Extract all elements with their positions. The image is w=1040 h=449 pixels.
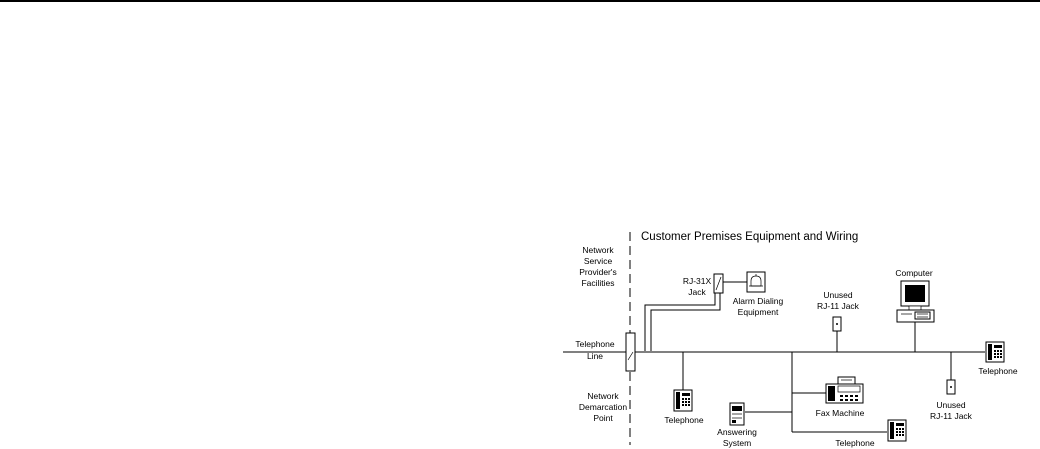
- computer-label: Computer: [895, 268, 932, 278]
- svg-text:Network: Network: [582, 245, 614, 255]
- svg-text:Facilities: Facilities: [581, 278, 614, 288]
- svg-text:Network: Network: [587, 391, 619, 401]
- svg-text:Equipment: Equipment: [738, 307, 779, 317]
- svg-text:Service: Service: [584, 256, 613, 266]
- svg-text:Demarcation: Demarcation: [579, 402, 627, 412]
- svg-text:RJ-11 Jack: RJ-11 Jack: [930, 411, 973, 421]
- svg-text:Answering: Answering: [717, 427, 757, 437]
- svg-text:RJ-11 Jack: RJ-11 Jack: [817, 301, 860, 311]
- demarcation-mark: [627, 351, 634, 361]
- svg-text:Line: Line: [587, 351, 603, 361]
- unused-jack-bottom-label: Unused RJ-11 Jack: [930, 400, 973, 421]
- telephone-bottom-icon: [887, 419, 907, 442]
- unused-jack-top-dot: [836, 323, 838, 325]
- computer-icon: [896, 280, 935, 323]
- telephone-line-label: Telephone Line: [575, 339, 615, 361]
- answering-system-icon: [729, 402, 745, 426]
- svg-text:Telephone: Telephone: [575, 339, 615, 349]
- alarm-bell-icon: [746, 271, 766, 293]
- svg-text:System: System: [723, 438, 751, 448]
- rj31x-wire-outer: [644, 293, 716, 351]
- demarcation-box: [625, 332, 636, 372]
- svg-text:Unused: Unused: [823, 290, 853, 300]
- telephone-left-label: Telephone: [664, 415, 704, 425]
- unused-jack-top-label: Unused RJ-11 Jack: [817, 290, 860, 311]
- telephone-right-icon: [985, 341, 1005, 363]
- svg-text:Alarm Dialing: Alarm Dialing: [733, 296, 784, 306]
- svg-text:RJ-31X: RJ-31X: [683, 276, 712, 286]
- svg-text:Point: Point: [593, 413, 613, 423]
- alarm-label: Alarm Dialing Equipment: [733, 296, 784, 317]
- diagram-title: Customer Premises Equipment and Wiring: [641, 231, 858, 243]
- fax-label: Fax Machine: [816, 408, 865, 418]
- fax-machine-icon: [825, 376, 864, 404]
- telephone-bottom-label: Telephone: [835, 438, 875, 448]
- top-rule: [0, 0, 1040, 2]
- telephone-left-icon: [673, 389, 693, 412]
- svg-text:Provider's: Provider's: [579, 267, 617, 277]
- svg-text:Unused: Unused: [936, 400, 966, 410]
- rj31x-label: RJ-31X Jack: [683, 276, 712, 297]
- unused-jack-bottom-dot: [950, 386, 952, 388]
- rj31x-wire-inner: [650, 293, 721, 351]
- provider-label: Network Service Provider's Facilities: [579, 245, 617, 288]
- svg-text:Jack: Jack: [688, 287, 706, 297]
- telephone-right-label: Telephone: [978, 366, 1018, 376]
- answering-label: Answering System: [717, 427, 757, 448]
- rj31x-jack-mark: [715, 276, 722, 291]
- demarcation-label: Network Demarcation Point: [579, 391, 627, 423]
